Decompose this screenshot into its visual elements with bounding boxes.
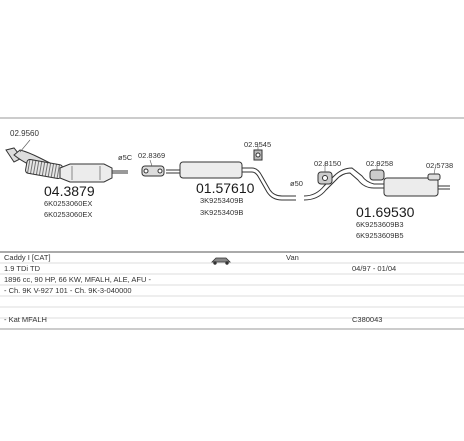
- tail-clamp: [427, 173, 441, 181]
- middle-silencer: [166, 161, 296, 201]
- rear-ref-1: 6K9253609B3: [356, 220, 404, 229]
- rear-silencer: [303, 167, 450, 201]
- rear-ref-2: 6K9253609B5: [356, 231, 404, 240]
- mount-rear1-label: 02.8150: [314, 159, 341, 168]
- spec-line-2: - Ch. 9K V-927 101 - Ch. 9K-3-040000: [4, 286, 132, 295]
- rear-silencer-part-number: 01.69530: [356, 204, 415, 220]
- clamp-small-label: 02.8369: [138, 151, 165, 160]
- middle-ref-2: 3K9253409B: [200, 208, 243, 217]
- rubber-mount-rear2: [369, 169, 385, 181]
- diameter-label-rear: ø50: [290, 179, 303, 188]
- mount-rear2-label: 02.9258: [366, 159, 393, 168]
- info-table-lines: [0, 251, 464, 330]
- rubber-mount-mid: [253, 149, 263, 161]
- mount-mid-label: 02.9545: [244, 140, 271, 149]
- car-icon: [211, 257, 231, 265]
- leader-lines: [19, 139, 437, 175]
- kit-code: C380043: [352, 315, 382, 324]
- clamp-part: [141, 165, 165, 177]
- model-body-text: Van: [286, 253, 299, 262]
- diameter-label-front: ø5C: [118, 153, 133, 162]
- rubber-mount-rear1: [317, 171, 333, 185]
- catalyst-ref-2: 6K0253060EX: [44, 210, 92, 219]
- model-text: Caddy I [CAT]: [4, 253, 51, 262]
- front-pipe-clamp-label: 02.9560: [10, 129, 39, 138]
- front-pipe: [5, 147, 63, 180]
- engine-text: 1.9 TDi TD: [4, 264, 41, 273]
- catalyst-part-number: 04.3879: [44, 183, 95, 199]
- dates-text: 04/97 - 01/04: [352, 264, 396, 273]
- middle-ref-1: 3K9253409B: [200, 196, 243, 205]
- catalytic-converter: [59, 163, 128, 183]
- catalyst-ref-1: 6K0253060EX: [44, 199, 92, 208]
- spec-line-1: 1896 cc, 90 HP, 66 KW, MFALH, ALE, AFU -: [4, 275, 152, 284]
- tail-clamp-label: 02.5738: [426, 161, 453, 170]
- kit-text: - Kat MFALH: [4, 315, 47, 324]
- middle-silencer-part-number: 01.57610: [196, 180, 255, 196]
